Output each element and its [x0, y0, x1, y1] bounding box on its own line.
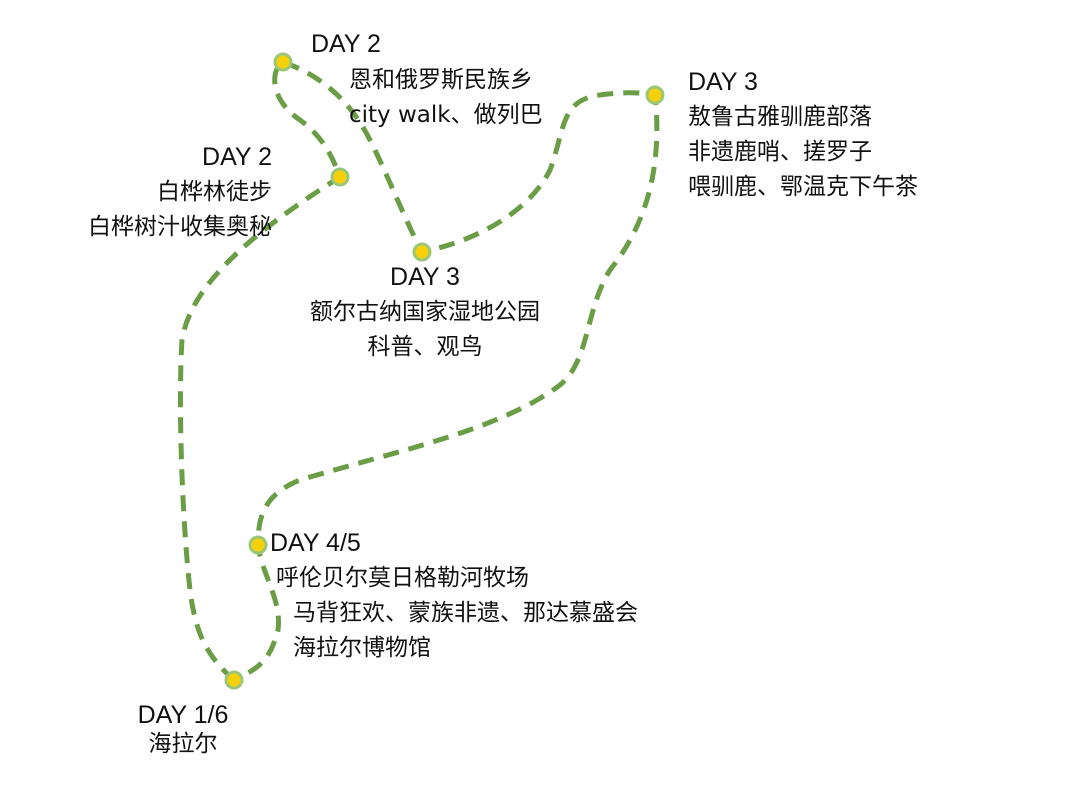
stop-label-day2-enhe: DAY 2 [311, 27, 381, 62]
stop-marker-day2-birch [330, 167, 350, 187]
stop-desc-day2-enhe: 恩和俄罗斯民族乡 city walk、做列巴 [349, 63, 543, 133]
stop-line: 海拉尔博物馆 [293, 635, 431, 661]
stop-line: 海拉尔 [148, 731, 218, 757]
stop-line: 白桦林徒步 [157, 179, 272, 205]
stop-marker-day3-aoluguya [645, 85, 665, 105]
day-label: DAY 2 [311, 30, 381, 58]
stop-line: city walk、做列巴 [349, 102, 543, 128]
stop-line: 喂驯鹿、鄂温克下午茶 [688, 174, 918, 200]
stop-line: 非遗鹿哨、搓罗子 [688, 139, 872, 165]
stop-line: 白桦树汁收集奥秘 [88, 214, 272, 240]
stop-label-day16-hailar: DAY 1/6 海拉尔 [108, 698, 258, 762]
day-label: DAY 4/5 [270, 529, 361, 557]
stop-line: 敖鲁古雅驯鹿部落 [688, 104, 872, 130]
stop-label-day45-ranch: DAY 4/5 呼伦贝尔莫日格勒河牧场 马背狂欢、蒙族非遗、那达慕盛会 海拉尔博… [270, 526, 638, 666]
day-label: DAY 1/6 [137, 701, 229, 729]
day-label: DAY 2 [202, 143, 272, 171]
stop-marker-day3-wetland [412, 242, 432, 262]
route-dashed-line [177, 59, 660, 683]
day-label: DAY 3 [688, 68, 758, 96]
stop-marker-day45-ranch [248, 535, 268, 555]
stop-line: 恩和俄罗斯民族乡 [349, 67, 533, 93]
day-label: DAY 3 [390, 263, 460, 291]
stop-label-day3-aoluguya: DAY 3 敖鲁古雅驯鹿部落 非遗鹿哨、搓罗子 喂驯鹿、鄂温克下午茶 [688, 65, 918, 205]
stop-line: 马背狂欢、蒙族非遗、那达慕盛会 [293, 600, 638, 626]
stop-line: 呼伦贝尔莫日格勒河牧场 [276, 565, 529, 591]
stop-marker-day16-hailar [224, 670, 244, 690]
stop-label-day3-wetland: DAY 3 额尔古纳国家湿地公园 科普、观鸟 [265, 260, 585, 365]
stop-line: 科普、观鸟 [367, 334, 483, 360]
stop-line: 额尔古纳国家湿地公园 [310, 299, 540, 325]
stop-marker-day2-enhe [273, 52, 293, 72]
stop-label-day2-birch: DAY 2 白桦林徒步 白桦树汁收集奥秘 [88, 140, 272, 245]
